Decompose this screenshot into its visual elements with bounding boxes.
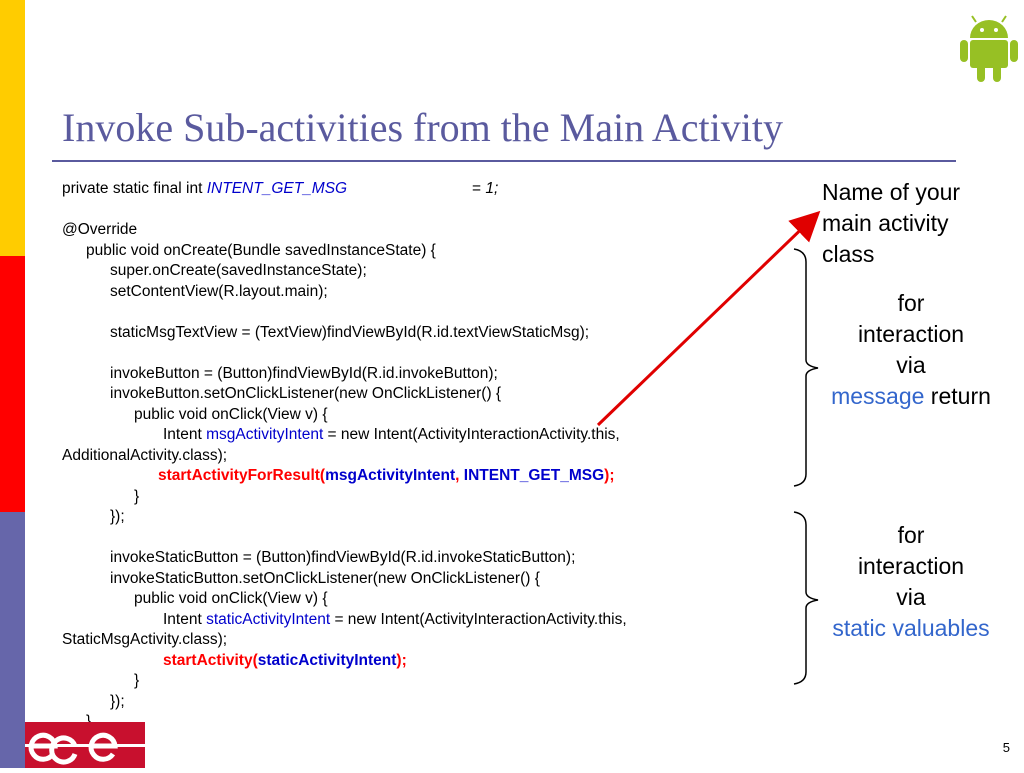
code-line: public void onClick(View v) {: [134, 590, 328, 607]
code-line: AdditionalActivity.class);: [62, 447, 228, 464]
code-line: startActivity(staticActivityIntent);: [163, 652, 407, 669]
code-line: setContentView(R.layout.main);: [110, 283, 328, 300]
code-line: public void onCreate(Bundle savedInstanc…: [86, 242, 436, 259]
code-line: });: [110, 508, 125, 525]
code-line: public void onClick(View v) {: [134, 406, 328, 423]
ece-logo: [25, 722, 145, 768]
code-line: = 1;: [472, 180, 499, 197]
code-line: Intent msgActivityIntent = new Intent(Ac…: [163, 426, 620, 443]
note-static-valuables: for interaction via static valuables: [832, 522, 990, 641]
arrow-to-class-name: [596, 210, 821, 427]
code-line: super.onCreate(savedInstanceState);: [110, 262, 367, 279]
code-line: invokeButton = (Button)findViewById(R.id…: [110, 365, 498, 382]
code-line: }: [134, 488, 140, 505]
bracket-message-return: [793, 248, 819, 487]
code-line: invokeStaticButton.setOnClickListener(ne…: [110, 570, 540, 587]
stripe-purple: [0, 512, 25, 768]
code-line: @Override: [62, 221, 138, 238]
bracket-static-valuables: [793, 511, 819, 685]
code-line: Intent staticActivityIntent = new Intent…: [163, 611, 627, 628]
code-line: });: [110, 693, 125, 710]
note-message-return: for interaction via message return: [831, 290, 991, 409]
code-line: invokeStaticButton = (Button)findViewByI…: [110, 549, 576, 566]
title-divider: [52, 160, 956, 162]
stripe-red: [0, 256, 25, 512]
page-title: Invoke Sub-activities from the Main Acti…: [62, 105, 783, 150]
code-line: }: [134, 672, 140, 689]
code-line: private static final int INTENT_GET_MSG: [62, 180, 348, 197]
code-line: startActivityForResult(msgActivityIntent…: [158, 467, 615, 484]
android-robot-icon: [960, 15, 1018, 82]
code-line: staticMsgTextView = (TextView)findViewBy…: [110, 324, 590, 341]
note-main-activity-class: Name of your main activity class: [822, 179, 961, 267]
code-line: StaticMsgActivity.class);: [62, 631, 228, 648]
stripe-yellow: [0, 0, 25, 256]
code-line: }: [86, 713, 91, 731]
code-line: invokeButton.setOnClickListener(new OnCl…: [110, 385, 502, 402]
page-number: 5: [1002, 740, 1010, 755]
